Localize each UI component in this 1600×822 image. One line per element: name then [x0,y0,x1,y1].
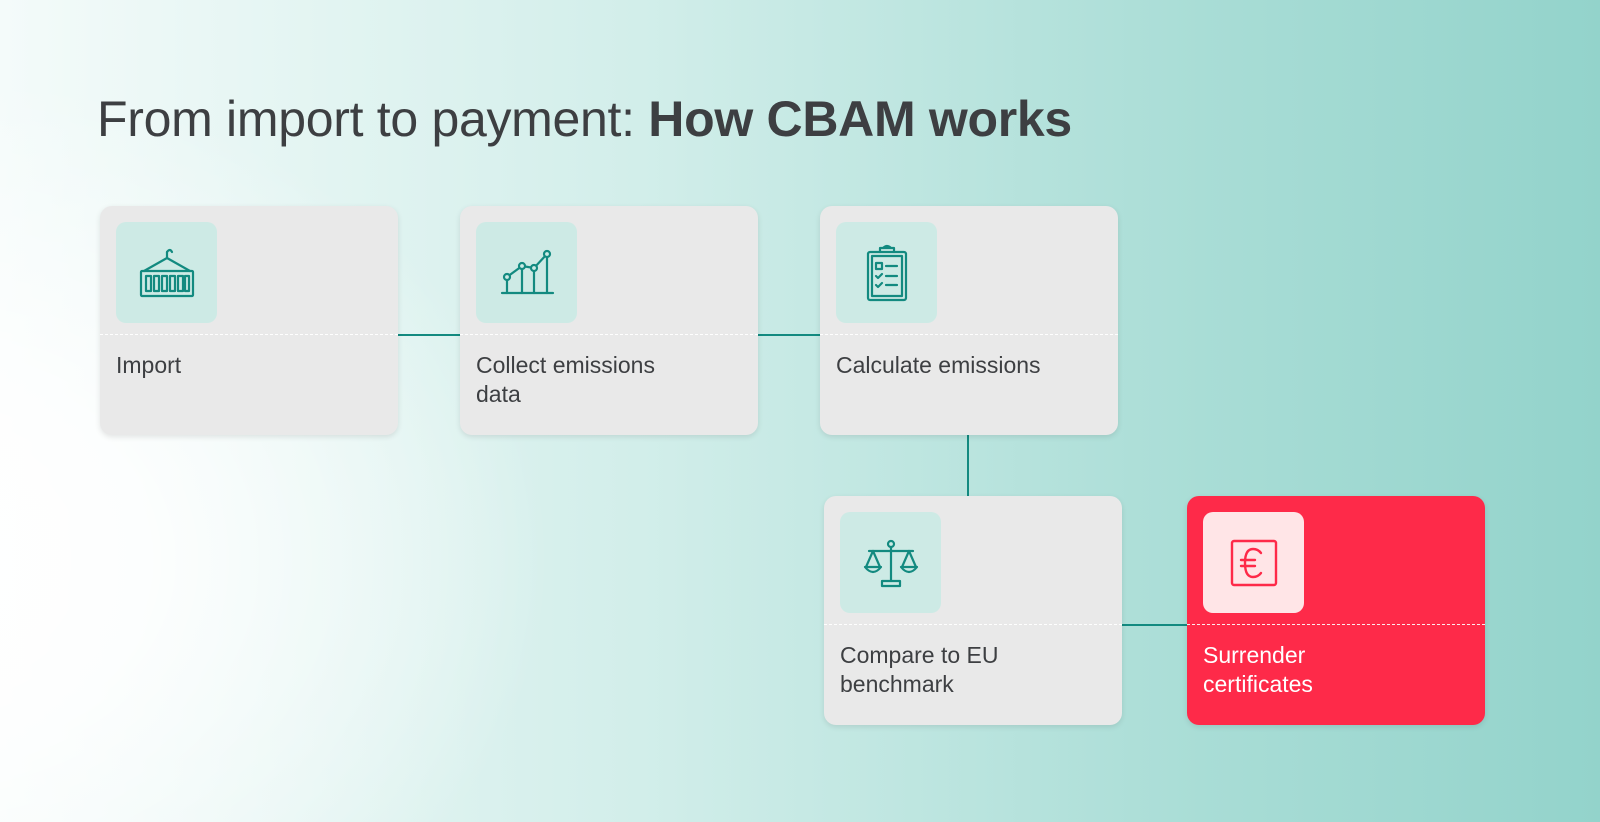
euro-certificate-icon [1230,539,1277,586]
step-card-collect-emissions-data: Collect emissions data [460,206,758,435]
step-card-compare-benchmark: Compare to EU benchmark [824,496,1122,725]
shipping-container-icon [139,248,194,297]
card-divider [824,624,1122,625]
card-divider [820,334,1118,335]
step-label: Calculate emissions [836,352,1041,378]
icon-tile [1203,512,1304,613]
line-chart-icon [500,249,554,294]
step-label: Collect emissions data [476,352,655,407]
step-label: Import [116,352,182,378]
icon-tile [116,222,217,323]
title-bold: How CBAM works [648,91,1072,147]
connector-collect-calculate [758,334,820,336]
card-divider [100,334,398,335]
step-label: Surrender certificates [1203,642,1313,697]
step-card-surrender-certificates: Surrender certificates [1187,496,1485,725]
connector-import-collect [398,334,460,336]
connector-compare-surrender [1122,624,1188,626]
step-label: Compare to EU benchmark [840,642,999,697]
clipboard-checklist-icon [866,244,907,301]
step-card-calculate-emissions: Calculate emissions [820,206,1118,435]
icon-tile [836,222,937,323]
icon-tile [840,512,941,613]
balance-scale-icon [863,539,918,587]
card-divider [460,334,758,335]
card-divider [1187,624,1485,625]
step-card-import: Import [100,206,398,435]
connector-calculate-compare [967,435,969,497]
icon-tile [476,222,577,323]
title-regular: From import to payment: [97,91,649,147]
page-title: From import to payment: How CBAM works [97,90,1072,148]
